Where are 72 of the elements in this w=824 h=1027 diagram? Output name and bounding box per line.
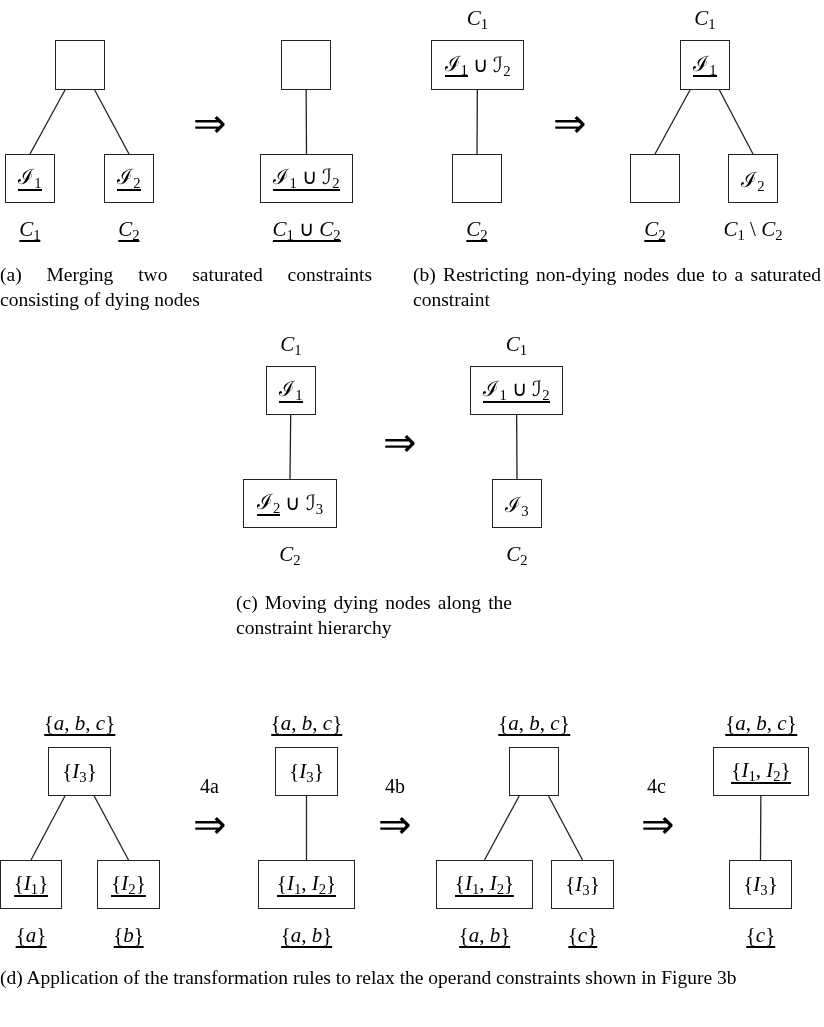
tree-edge (30, 795, 66, 861)
set-label: ℐ$_{1}$ (18, 166, 42, 191)
constraint-label: C$_{2}$ (118, 218, 140, 243)
set-label: {I$_{2}$} (111, 872, 146, 897)
set-label: ℐ$_{2}$ (741, 166, 765, 193)
tree-edge (29, 89, 66, 155)
tree-edge (305, 795, 308, 861)
set-label: ℐ$_{1}$ (693, 52, 717, 77)
constraint-label: C$_{2}$ (506, 543, 528, 566)
constraint-label: {a, b} (458, 924, 511, 949)
tree-edge (94, 89, 130, 155)
constraint-label: {a, b} (280, 924, 333, 949)
set-label: {I$_{1}$, I$_{2}$} (454, 872, 515, 897)
constraint-label: C$_{1}$ \ C$_{2}$ (723, 218, 783, 241)
set-label: ℐ$_{1}$ (279, 378, 303, 403)
set-label: {I$_{3}$} (743, 872, 778, 897)
constraint-label: C$_{1}$ (694, 6, 716, 29)
set-label: ℐ$_{1}$ ∪ ℐ$_{2}$ (273, 166, 340, 191)
set-label: ℐ$_{2}$ (257, 491, 281, 516)
implies-symbol: ⇒ (193, 805, 227, 845)
set-label: {I$_{3}$} (289, 759, 324, 784)
tree-edge (305, 89, 308, 155)
set-label: ∪ ℐ$_{3}$ (285, 491, 323, 516)
set-label: {I$_{3}$} (565, 872, 600, 897)
implies-symbol: ⇒ (193, 104, 227, 144)
caption: (a) Merging two saturated constraints consisting of dying nodes (0, 263, 372, 313)
empty-box (55, 40, 105, 90)
constraint-label: {a} (15, 924, 47, 949)
constraint-label: C$_{2}$ (644, 218, 666, 243)
constraint-label: {a, b, c} (43, 711, 116, 736)
set-label: ∪ ℐ$_{2}$ (472, 52, 511, 78)
implies-symbol: ⇒ (383, 423, 417, 463)
step-label: 4b (385, 775, 405, 798)
tree-edge (547, 795, 584, 861)
set-label: ℐ$_{1}$ ∪ ℐ$_{2}$ (483, 378, 550, 403)
caption: (d) Application of the transformation rules to relax the operand constraints shown in Figure 3b (0, 966, 738, 990)
step-label: 4a (200, 775, 219, 798)
tree-edge (289, 414, 292, 480)
constraint-label: C$_{2}$ (466, 218, 488, 243)
tree-edge (718, 89, 754, 155)
constraint-label: {c} (745, 924, 776, 949)
constraint-label: {a, b, c} (498, 711, 570, 736)
constraint-label: C$_{1}$ (280, 332, 302, 355)
constraint-label: C$_{2}$ (279, 543, 301, 566)
tree-edge (483, 795, 520, 861)
constraint-label: C$_{1}$ (505, 332, 528, 355)
set-label: {I$_{3}$} (62, 759, 97, 784)
constraint-label: C$_{1}$ (466, 6, 489, 29)
constraint-label: C$_{1}$ (19, 218, 41, 243)
constraint-label: {a, b, c} (270, 711, 343, 736)
implies-symbol: ⇒ (378, 805, 412, 845)
set-label: ℐ$_{3}$ (505, 491, 529, 518)
tree-edge (516, 414, 518, 480)
tree-edge (759, 795, 762, 861)
set-label: ℐ$_{1}$ (444, 52, 468, 77)
empty-box (281, 40, 331, 90)
constraint-label: {a, b, c} (725, 711, 797, 736)
tree-edge (654, 89, 691, 155)
constraint-label: {c} (567, 924, 598, 949)
set-label: ℐ$_{2}$ (117, 166, 141, 191)
implies-symbol: ⇒ (641, 805, 675, 845)
implies-symbol: ⇒ (553, 104, 587, 144)
step-label: 4c (647, 775, 666, 798)
set-label: {I$_{1}$} (13, 872, 49, 897)
constraint-label: C$_{1}$ ∪ C$_{2}$ (272, 218, 341, 243)
caption: (c) Moving dying nodes along the constraint hierarchy (236, 591, 512, 641)
tree-edge (476, 89, 478, 155)
constraint-label: {b} (113, 924, 144, 949)
set-label: {I$_{1}$, I$_{2}$} (731, 759, 791, 784)
set-label: {I$_{1}$, I$_{2}$} (276, 872, 337, 897)
caption: (b) Restricting non-dying nodes due to a saturated constraint (413, 263, 821, 313)
tree-edge (93, 795, 130, 861)
